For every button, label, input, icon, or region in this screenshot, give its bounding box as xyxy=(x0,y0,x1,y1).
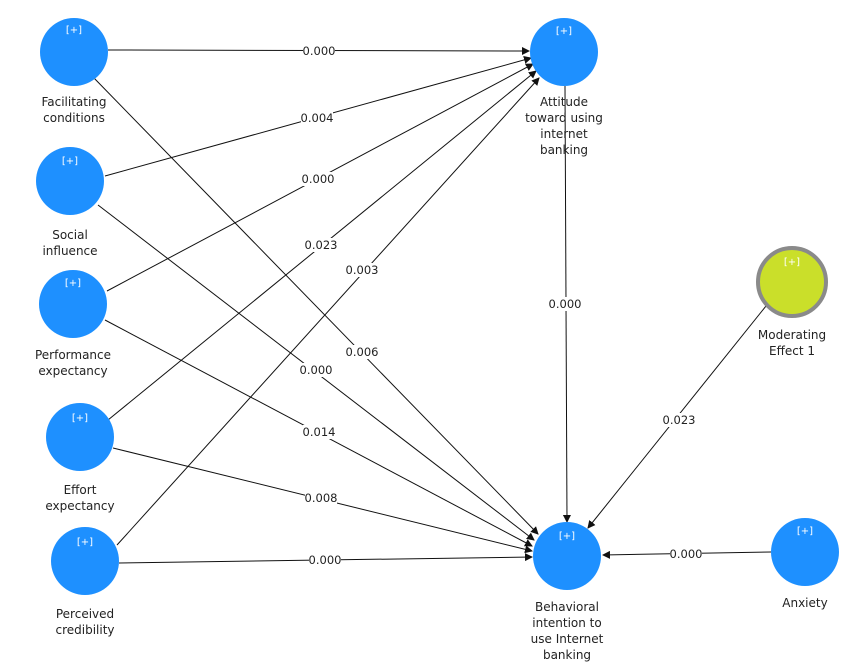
label-anxiety: Anxiety xyxy=(765,595,845,611)
expand-plus-icon[interactable]: [+] xyxy=(559,531,575,542)
edge-facilitating-to-behavioral[interactable]: 0.006 xyxy=(92,76,539,535)
label-line: Moderating xyxy=(757,328,827,342)
label-line: conditions xyxy=(43,111,105,125)
edge-effort-to-attitude[interactable]: 0.023 xyxy=(107,70,537,421)
edge-performance-to-behavioral[interactable]: 0.014 xyxy=(104,319,533,547)
node-effort-expectancy[interactable]: [+] xyxy=(46,403,114,471)
label-social-influence: Social influence xyxy=(30,227,110,259)
label-attitude: Attitude toward using internet banking xyxy=(514,94,614,158)
label-line: use Internet xyxy=(530,632,604,646)
expand-plus-icon[interactable]: [+] xyxy=(66,25,82,36)
node-behavioral-intention[interactable]: [+] xyxy=(533,522,601,590)
edge-anxiety-to-behavioral[interactable]: 0.000 xyxy=(602,547,772,561)
label-performance-expectancy: Performance expectancy xyxy=(23,347,123,379)
label-line: Facilitating xyxy=(41,95,107,109)
edge-label-fc-att: 0.000 xyxy=(303,44,336,58)
expand-plus-icon[interactable]: [+] xyxy=(797,526,813,537)
label-line: Behavioral xyxy=(535,600,599,614)
label-line: credibility xyxy=(55,623,115,637)
label-line: toward using xyxy=(525,111,603,125)
edge-label-si-att: 0.004 xyxy=(301,111,334,125)
node-facilitating-conditions[interactable]: [+] xyxy=(40,18,108,86)
edge-credibility-to-behavioral[interactable]: 0.000 xyxy=(118,553,533,567)
expand-plus-icon[interactable]: [+] xyxy=(556,26,572,37)
edge-performance-to-attitude[interactable]: 0.000 xyxy=(106,63,534,292)
edge-label-att-bi: 0.000 xyxy=(549,297,582,311)
expand-plus-icon[interactable]: [+] xyxy=(77,537,93,548)
label-line: Perceived xyxy=(55,607,115,621)
label-line: influence xyxy=(42,244,98,258)
node-anxiety[interactable]: [+] xyxy=(771,518,839,586)
node-moderating-effect[interactable]: [+] xyxy=(756,246,828,318)
label-line: internet xyxy=(540,127,588,141)
label-perceived-credibility: Perceived credibility xyxy=(45,606,125,638)
edge-label-pc-bi: 0.000 xyxy=(309,553,342,567)
edge-social-to-behavioral[interactable]: 0.000 xyxy=(97,204,535,541)
label-moderating-effect: Moderating Effect 1 xyxy=(742,327,842,359)
edge-label-mod-bi: 0.023 xyxy=(663,413,696,427)
label-line: banking xyxy=(542,648,592,662)
label-line: Social xyxy=(52,228,88,242)
expand-plus-icon[interactable]: [+] xyxy=(784,257,800,268)
edge-effort-to-behavioral[interactable]: 0.008 xyxy=(112,447,533,554)
label-facilitating-conditions: Facilitating conditions xyxy=(34,94,114,126)
expand-plus-icon[interactable]: [+] xyxy=(65,278,81,289)
label-line: expectancy xyxy=(38,364,108,378)
edge-label-fc-bi: 0.006 xyxy=(346,345,379,359)
edge-label-ee-bi: 0.008 xyxy=(305,491,338,505)
node-performance-expectancy[interactable]: [+] xyxy=(39,270,107,338)
label-line: Anxiety xyxy=(782,596,828,610)
expand-plus-icon[interactable]: [+] xyxy=(72,413,88,424)
edge-label-ee-att: 0.023 xyxy=(305,238,338,252)
expand-plus-icon[interactable]: [+] xyxy=(62,156,78,167)
label-line: intention to xyxy=(532,616,602,630)
label-line: Performance xyxy=(34,348,112,362)
label-line: banking xyxy=(539,143,589,157)
label-line: Effect 1 xyxy=(769,344,815,358)
edge-attitude-to-behavioral[interactable]: 0.000 xyxy=(549,85,582,523)
node-perceived-credibility[interactable]: [+] xyxy=(51,527,119,595)
edge-credibility-to-attitude[interactable]: 0.003 xyxy=(116,77,540,546)
edge-moderating-to-behavioral[interactable]: 0.023 xyxy=(587,305,767,529)
node-attitude[interactable]: [+] xyxy=(530,18,598,86)
label-behavioral-intention: Behavioral intention to use Internet ban… xyxy=(515,599,619,663)
edge-label-pe-att: 0.000 xyxy=(302,172,335,186)
edge-social-to-attitude[interactable]: 0.004 xyxy=(104,56,532,177)
label-line: Effort xyxy=(63,483,97,497)
edge-label-si-bi: 0.000 xyxy=(300,363,333,377)
edge-label-anx-bi: 0.000 xyxy=(670,547,703,561)
label-effort-expectancy: Effort expectancy xyxy=(40,482,120,514)
label-line: Attitude xyxy=(539,95,589,109)
label-line: expectancy xyxy=(45,499,115,513)
edge-facilitating-to-attitude[interactable]: 0.000 xyxy=(107,44,530,58)
edge-label-pe-bi: 0.014 xyxy=(303,425,336,439)
node-social-influence[interactable]: [+] xyxy=(36,147,104,215)
edge-label-pc-att: 0.003 xyxy=(346,263,379,277)
